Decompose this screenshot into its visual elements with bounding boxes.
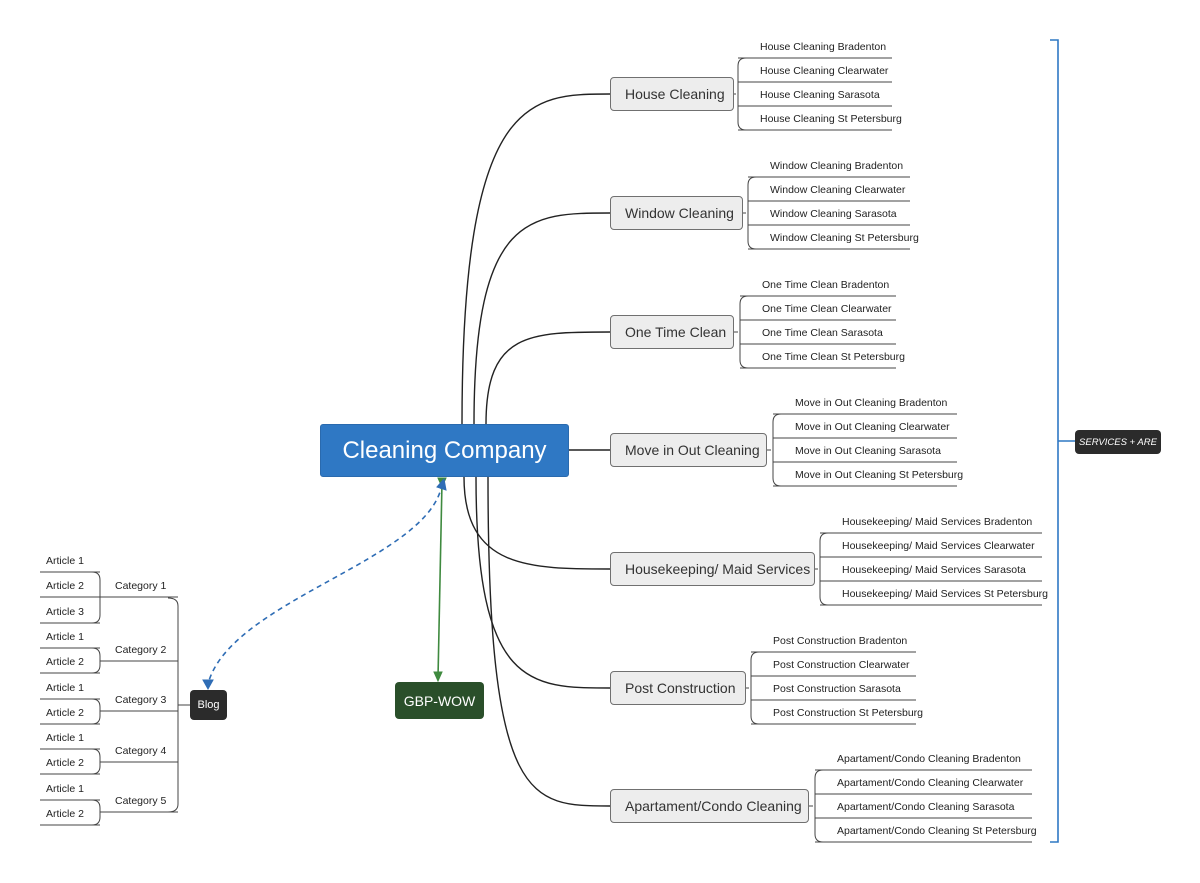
blog-trunk	[167, 597, 179, 813]
service-leaf[interactable]: One Time Clean Clearwater	[762, 303, 892, 315]
gbp-node[interactable]: GBP-WOW	[395, 682, 484, 719]
blog-article[interactable]: Article 3	[46, 606, 84, 618]
service-leaf[interactable]: Apartament/Condo Cleaning Clearwater	[837, 777, 1024, 789]
leaf-bracket	[814, 769, 824, 843]
blog-node[interactable]: Blog	[190, 690, 227, 720]
service-node-2[interactable]: Window Cleaning	[610, 196, 743, 230]
service-leaf[interactable]: Post Construction St Petersburg	[773, 707, 923, 719]
article-bracket	[91, 647, 101, 674]
branch-line	[475, 476, 611, 689]
blog-category-1[interactable]: Category 1	[115, 580, 167, 592]
blog-article[interactable]: Article 1	[46, 555, 84, 567]
blog-arrow-top	[436, 477, 447, 491]
service-leaf[interactable]: One Time Clean St Petersburg	[762, 351, 905, 363]
leaf-bracket	[737, 57, 747, 131]
article-bracket	[91, 698, 101, 725]
service-node-5[interactable]: Housekeeping/ Maid Services	[610, 552, 815, 586]
blog-article[interactable]: Article 2	[46, 656, 84, 668]
service-leaf[interactable]: House Cleaning Clearwater	[760, 65, 889, 77]
leaf-bracket	[750, 651, 760, 725]
service-node-1[interactable]: House Cleaning	[610, 77, 734, 111]
leaf-bracket	[739, 295, 749, 369]
service-leaf[interactable]: One Time Clean Sarasota	[762, 327, 883, 339]
article-bracket	[91, 748, 101, 775]
service-leaf[interactable]: Move in Out Cleaning Bradenton	[795, 397, 948, 409]
root-node[interactable]: Cleaning Company	[320, 424, 569, 477]
service-leaf[interactable]: Apartament/Condo Cleaning St Petersburg	[837, 825, 1037, 837]
blog-article[interactable]: Article 1	[46, 732, 84, 744]
branch-line	[463, 476, 611, 570]
blog-category-4[interactable]: Category 4	[115, 745, 167, 757]
blog-article[interactable]: Article 1	[46, 682, 84, 694]
service-leaf[interactable]: Move in Out Cleaning Clearwater	[795, 421, 950, 433]
blog-category-3[interactable]: Category 3	[115, 694, 167, 706]
service-leaf[interactable]: Window Cleaning Bradenton	[770, 160, 904, 172]
service-leaf[interactable]: Housekeeping/ Maid Services Bradenton	[842, 516, 1033, 528]
article-bracket	[91, 799, 101, 826]
service-leaf[interactable]: Housekeeping/ Maid Services Clearwater	[842, 540, 1035, 552]
service-leaf[interactable]: Apartament/Condo Cleaning Bradenton	[837, 753, 1021, 765]
blog-arrow-bottom	[202, 679, 214, 691]
leaf-bracket	[772, 413, 782, 487]
gbp-arrow-bottom	[433, 671, 443, 683]
service-leaf[interactable]: One Time Clean Bradenton	[762, 279, 890, 291]
blog-category-5[interactable]: Category 5	[115, 795, 167, 807]
branch-line	[473, 212, 611, 425]
blog-category-2[interactable]: Category 2	[115, 644, 167, 656]
service-leaf[interactable]: Post Construction Clearwater	[773, 659, 910, 671]
service-leaf[interactable]: Window Cleaning Clearwater	[770, 184, 906, 196]
service-leaf[interactable]: Move in Out Cleaning St Petersburg	[795, 469, 964, 481]
service-node-7[interactable]: Apartament/Condo Cleaning	[610, 789, 809, 823]
service-leaf[interactable]: Housekeeping/ Maid Services Sarasota	[842, 564, 1026, 576]
service-node-4[interactable]: Move in Out Cleaning	[610, 433, 767, 467]
blog-article[interactable]: Article 1	[46, 783, 84, 795]
blog-link	[207, 483, 443, 685]
service-leaf[interactable]: House Cleaning Sarasota	[760, 89, 880, 101]
service-leaf[interactable]: Window Cleaning Sarasota	[770, 208, 897, 220]
branch-line	[487, 476, 611, 807]
blog-article[interactable]: Article 2	[46, 757, 84, 769]
service-node-6[interactable]: Post Construction	[610, 671, 746, 705]
services-summary-label[interactable]: SERVICES + ARE	[1075, 430, 1161, 454]
service-leaf[interactable]: Apartament/Condo Cleaning Sarasota	[837, 801, 1015, 813]
blog-article[interactable]: Article 2	[46, 707, 84, 719]
blog-article[interactable]: Article 2	[46, 808, 84, 820]
service-node-3[interactable]: One Time Clean	[610, 315, 734, 349]
leaf-bracket	[747, 176, 757, 250]
blog-article[interactable]: Article 1	[46, 631, 84, 643]
blog-article[interactable]: Article 2	[46, 580, 84, 592]
summary-bracket	[1050, 39, 1059, 843]
service-leaf[interactable]: Post Construction Bradenton	[773, 635, 908, 647]
service-leaf[interactable]: House Cleaning St Petersburg	[760, 113, 902, 125]
branch-line	[485, 331, 611, 425]
service-leaf[interactable]: Housekeeping/ Maid Services St Petersbur…	[842, 588, 1049, 600]
service-leaf[interactable]: Window Cleaning St Petersburg	[770, 232, 919, 244]
gbp-link	[437, 481, 443, 679]
service-leaf[interactable]: Post Construction Sarasota	[773, 683, 901, 695]
service-leaf[interactable]: House Cleaning Bradenton	[760, 41, 887, 53]
service-leaf[interactable]: Move in Out Cleaning Sarasota	[795, 445, 941, 457]
leaf-bracket	[819, 532, 829, 606]
branch-line	[461, 93, 611, 425]
